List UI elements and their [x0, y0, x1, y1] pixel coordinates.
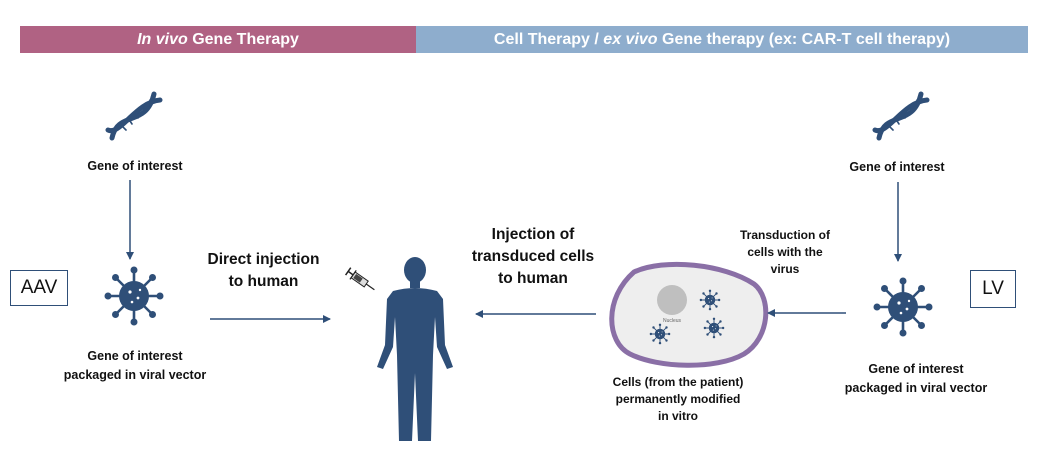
cells-label-line1: Cells (from the patient)	[612, 375, 744, 389]
dna-icon-left	[106, 88, 164, 146]
modified-cell-icon: Nucleus	[609, 261, 769, 368]
header-right-italic: ex vivo	[603, 31, 658, 48]
in-vivo-header: In vivo Gene Therapy	[20, 26, 416, 53]
arrow-down-right	[894, 182, 902, 262]
injection-line1: Injection of	[491, 226, 575, 243]
arrow-virus-to-cell	[767, 309, 846, 317]
vector-label-right: Gene of interest packaged in viral vecto…	[826, 360, 1006, 398]
header-left-italic: In vivo	[137, 31, 188, 48]
transduction-line2: cells with the	[747, 245, 823, 259]
header-right-post: Gene therapy (ex: CAR-T cell therapy)	[657, 31, 951, 48]
transduction-label: Transduction of cells with the virus	[730, 227, 840, 278]
cells-label: Cells (from the patient) permanently mod…	[598, 374, 758, 425]
arrow-to-human-left	[210, 315, 331, 323]
cells-label-line2: permanently modified	[615, 392, 741, 406]
direct-injection-line1: Direct injection	[207, 251, 320, 268]
arrow-cells-to-human	[475, 310, 596, 318]
injection-line3: to human	[498, 270, 568, 287]
arrow-down-left	[126, 180, 134, 260]
header-right-pre: Cell Therapy /	[493, 31, 604, 48]
gene-label-left: Gene of interest	[87, 159, 183, 173]
dna-icon-right	[873, 88, 931, 146]
transduction-line1: Transduction of	[740, 228, 830, 242]
vector-label-right-line1: Gene of interest	[868, 362, 964, 376]
syringe-icon	[344, 267, 375, 291]
aav-box: AAV	[10, 270, 68, 306]
gene-label-right: Gene of interest	[849, 160, 945, 174]
vector-label-right-line2: packaged in viral vector	[844, 381, 988, 395]
header-left-text: Gene Therapy	[187, 31, 299, 48]
vector-label-left-line1: Gene of interest	[87, 349, 183, 363]
virus-icon-right	[872, 276, 934, 338]
injection-transduced-label: Injection of transduced cells to human	[458, 224, 608, 290]
vector-label-left: Gene of interest packaged in viral vecto…	[40, 347, 230, 385]
injection-line2: transduced cells	[471, 248, 595, 265]
lv-box: LV	[970, 270, 1016, 308]
human-figure-icon	[377, 257, 453, 441]
vector-label-left-line2: packaged in viral vector	[63, 368, 207, 382]
nucleus-text: Nucleus	[663, 318, 682, 324]
virus-icon-left	[103, 265, 165, 327]
cells-label-line3: in vitro	[657, 409, 698, 423]
transduction-line3: virus	[770, 262, 800, 276]
ex-vivo-header: Cell Therapy / ex vivo Gene therapy (ex:…	[416, 26, 1028, 53]
direct-injection-line2: to human	[228, 273, 299, 290]
direct-injection-label: Direct injection to human	[196, 249, 331, 293]
